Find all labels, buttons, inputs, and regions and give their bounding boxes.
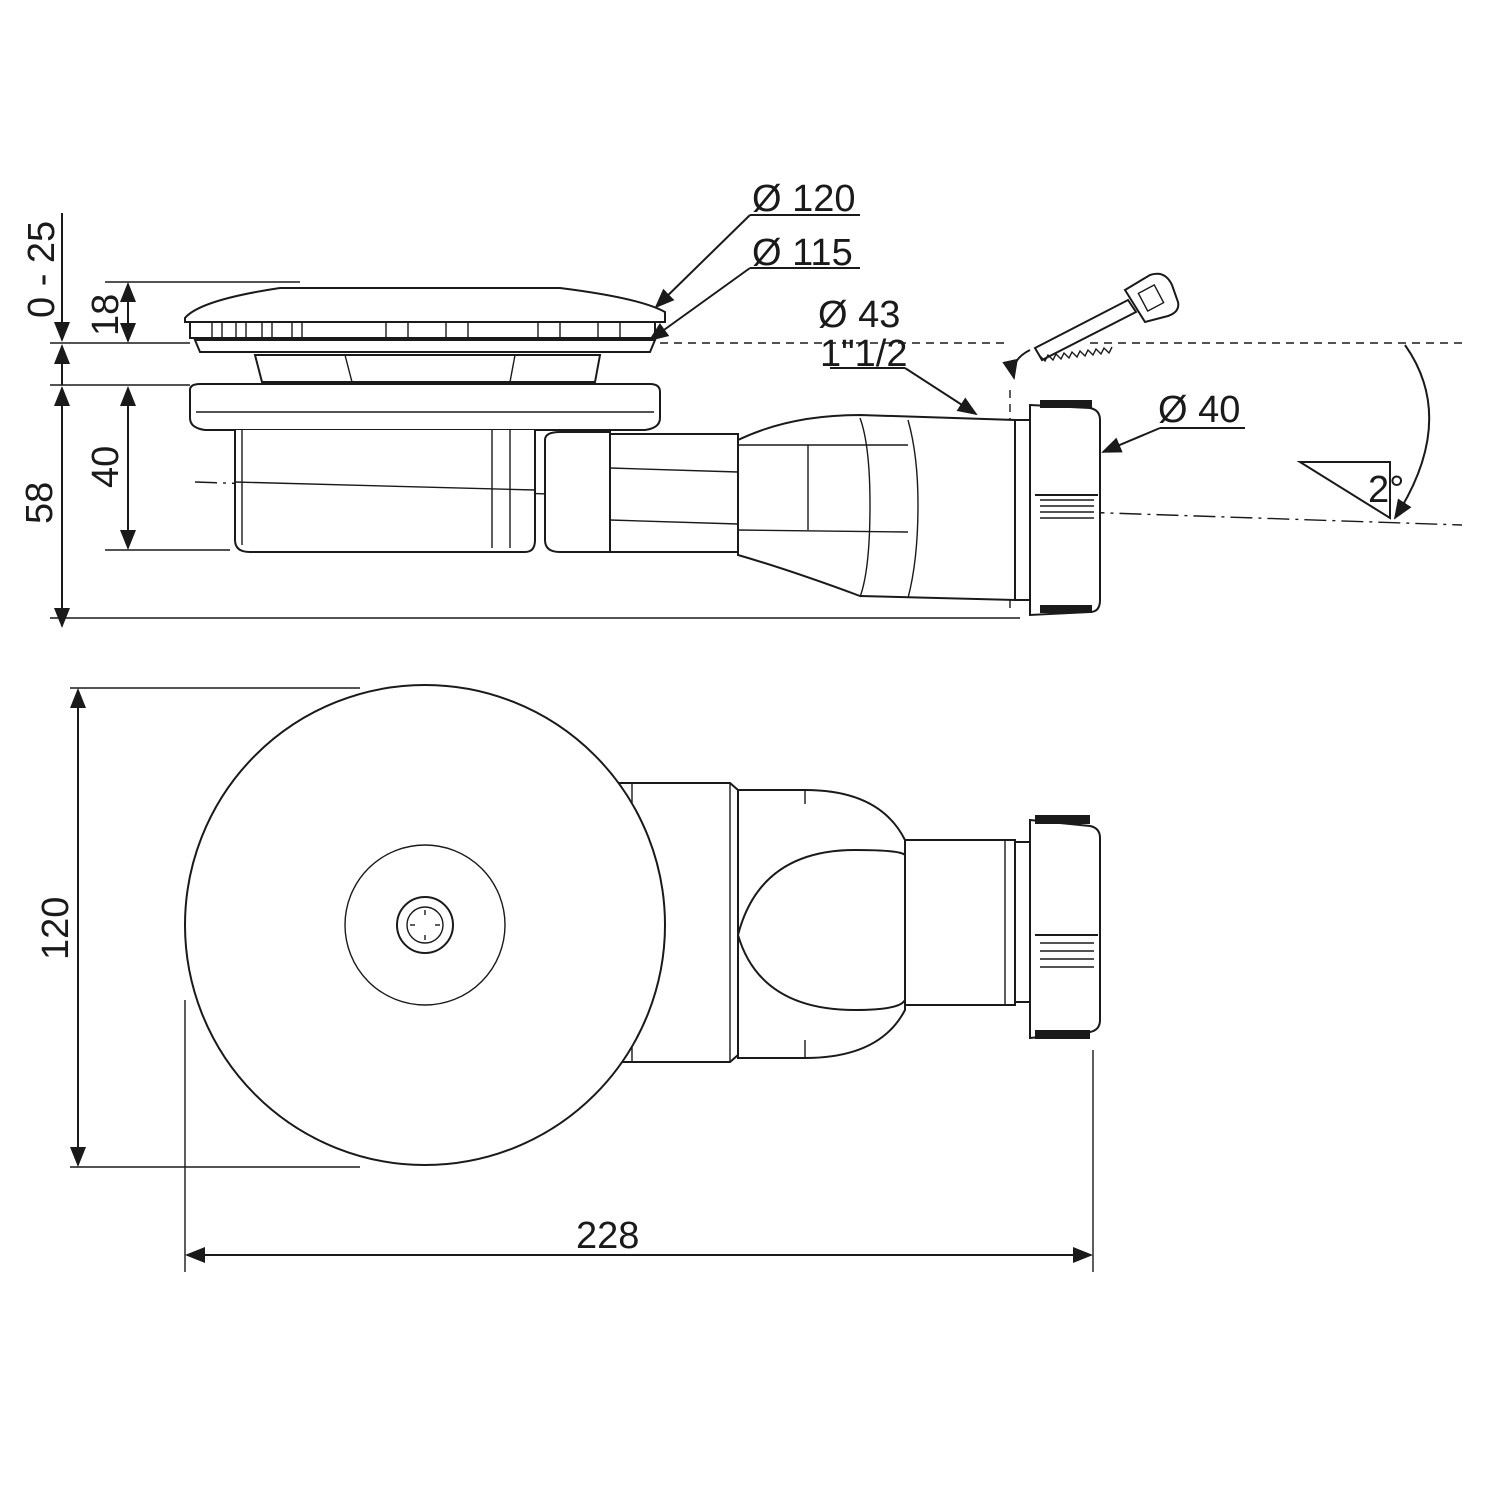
connector-nut (1029, 403, 1101, 617)
saw-icon (1033, 272, 1180, 363)
label-d115: Ø 115 (752, 232, 853, 274)
body-flange (189, 383, 661, 431)
grate-top (184, 684, 666, 1166)
basket (253, 354, 602, 383)
outlet-sleeve (609, 433, 739, 553)
side-view: Ø 120 Ø 115 Ø 43 1"1/2 Ø 40 2° 0 - 25 18… (19, 178, 1463, 628)
elbow-top (737, 789, 906, 1059)
label-total-height: 58 (19, 482, 61, 524)
grate-slots (211, 321, 621, 339)
label-grate-height: 18 (85, 294, 127, 336)
label-d43: Ø 43 (818, 294, 900, 336)
label-angle: 2° (1368, 469, 1404, 511)
label-d120: Ø 120 (752, 178, 856, 220)
label-diameter-top: 120 (35, 897, 77, 960)
curved-arrow-icon (1002, 349, 1031, 380)
connector-nut-top (1029, 818, 1101, 1040)
label-body-depth: 40 (85, 446, 127, 488)
label-thread: 1"1/2 (820, 333, 907, 375)
flange-ring (193, 339, 657, 353)
outlet-elbow (544, 431, 611, 553)
grate-ring (189, 321, 656, 339)
label-length: 228 (576, 1215, 639, 1257)
top-view: 120 228 (35, 684, 1101, 1272)
label-d40: Ø 40 (1158, 389, 1240, 431)
center-plate (344, 844, 506, 1006)
body-bowl (234, 430, 536, 553)
grate-cover (184, 287, 666, 323)
adaptor-body (737, 413, 1016, 602)
pipe-top (904, 839, 1016, 1006)
label-height-adjust: 0 - 25 (21, 221, 63, 318)
